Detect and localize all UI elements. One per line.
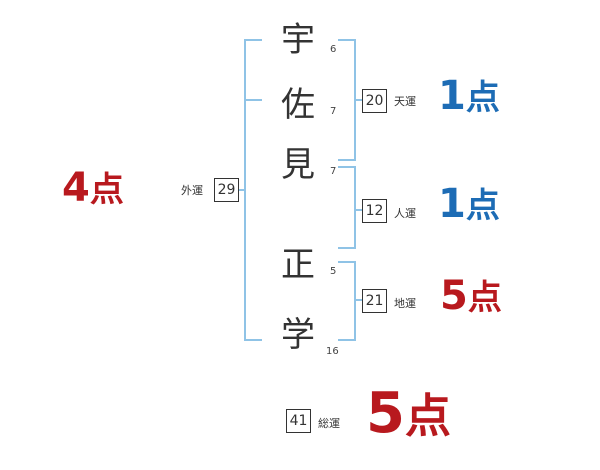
stroke-count-3: 7 xyxy=(330,166,337,177)
heaven-bracket xyxy=(338,39,362,161)
stroke-count-4: 5 xyxy=(330,266,337,277)
souun-score-unit: 点 xyxy=(404,389,451,443)
earth-bracket xyxy=(338,261,362,341)
tenun-score: 1点 xyxy=(438,72,500,122)
jinun-value-box: 12 xyxy=(362,199,387,223)
chiun-value-box: 21 xyxy=(362,289,387,313)
gaiun-value-box: 29 xyxy=(214,178,239,202)
chiun-score: 5点 xyxy=(440,272,502,322)
souun-score: 5点 xyxy=(366,382,451,448)
person-bracket xyxy=(338,166,362,249)
name-char-1: 宇 xyxy=(281,20,315,60)
jinun-score-number: 1 xyxy=(438,181,466,227)
name-char-3: 見 xyxy=(281,145,315,185)
tenun-score-number: 1 xyxy=(438,73,466,119)
jinun-label: 人運 xyxy=(394,207,416,220)
name-char-4: 正 xyxy=(281,245,315,285)
tenun-value-box: 20 xyxy=(362,89,387,113)
chiun-label: 地運 xyxy=(394,297,416,310)
outer-bracket xyxy=(244,39,262,341)
stroke-count-5: 16 xyxy=(326,346,339,357)
gaiun-score: 4点 xyxy=(62,164,124,214)
tenun-score-unit: 点 xyxy=(465,78,500,118)
stroke-count-2: 7 xyxy=(330,106,337,117)
gaiun-score-number: 4 xyxy=(62,165,90,211)
jinun-score: 1点 xyxy=(438,180,500,230)
souun-value-box: 41 xyxy=(286,409,311,433)
chiun-score-number: 5 xyxy=(440,273,468,319)
stroke-count-1: 6 xyxy=(330,44,337,55)
souun-label: 総運 xyxy=(318,417,340,430)
tenun-label: 天運 xyxy=(394,95,416,108)
gaiun-label: 外運 xyxy=(181,184,203,197)
jinun-score-unit: 点 xyxy=(465,186,500,226)
name-char-2: 佐 xyxy=(281,85,315,125)
gaiun-score-unit: 点 xyxy=(89,170,124,210)
name-char-5: 学 xyxy=(281,315,315,355)
souun-score-number: 5 xyxy=(366,381,405,446)
chiun-score-unit: 点 xyxy=(467,278,502,318)
